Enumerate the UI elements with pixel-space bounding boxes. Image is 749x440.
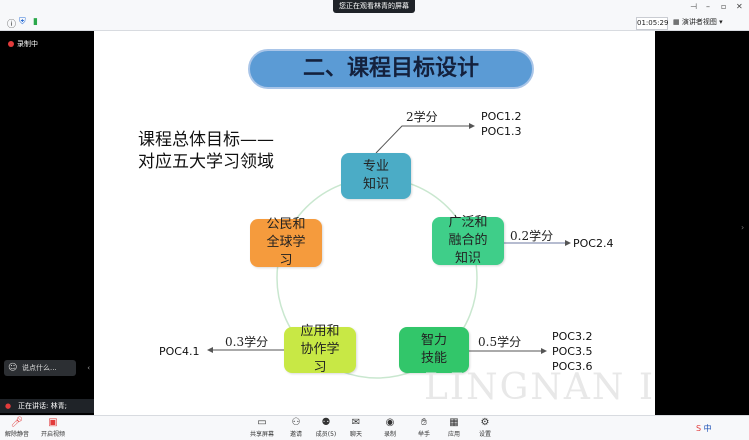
view-mode-label: 演讲者视图	[681, 18, 717, 26]
members-button[interactable]: ⚉成员(5)	[311, 417, 341, 438]
record-button[interactable]: ◉录制	[375, 417, 405, 438]
record-dot-icon	[8, 41, 14, 47]
mic-icon: ●	[5, 402, 12, 410]
mic-off-icon: 🎤︎	[10, 417, 24, 428]
record-icon: ◉	[385, 417, 395, 428]
poc-broad: POC2.4	[573, 237, 614, 250]
grid-icon: ▦	[673, 18, 682, 26]
credit-application: 0.3学分	[225, 335, 269, 349]
settings-button[interactable]: ⚙设置	[470, 417, 500, 438]
chat-input[interactable]: ☺ 说点什么... ‹	[4, 360, 90, 376]
shared-slide: 二、课程目标设计 课程总体目标—— 对应五大学习领域 专业知识 广泛和融合的知识…	[94, 31, 655, 415]
left-panel: 录制中 ☺ 说点什么... ‹	[0, 31, 94, 401]
close-icon[interactable]: ✕	[736, 2, 743, 11]
poc-intellect: POC3.2 POC3.5 POC3.6	[552, 330, 593, 373]
minimize-icon[interactable]: –	[706, 2, 710, 11]
poc-professional: POC1.2 POC1.3	[481, 110, 522, 138]
node-professional-knowledge: 专业知识	[341, 153, 411, 199]
users-icon: ⚉	[321, 417, 331, 428]
shield-icon: ⛨	[19, 17, 26, 27]
node-civic-global-learning: 公民和全球学习	[250, 217, 322, 268]
pin-icon[interactable]: ⊣	[690, 2, 697, 11]
chevron-down-icon: ▾	[716, 18, 723, 26]
apps-icon: ▦	[449, 417, 459, 428]
arrow-professional	[375, 123, 475, 154]
watermark: LINGNAN INSTITUTE	[424, 367, 655, 408]
node-intellectual-skills: 智力技能	[399, 327, 469, 373]
viewing-banner: 您正在观看林青的屏幕	[333, 0, 415, 13]
view-mode-button[interactable]: ▦ 演讲者视图 ▾	[673, 17, 723, 28]
raise-hand-button[interactable]: ✋︎举手	[409, 417, 439, 438]
invite-button[interactable]: ⚇邀请	[281, 417, 311, 438]
chat-button[interactable]: ✉聊天	[341, 417, 371, 438]
credit-broad: 0.2学分	[510, 229, 554, 243]
monitor-icon: ▭	[257, 417, 267, 428]
unmute-button[interactable]: 🎤︎解除静音	[2, 417, 32, 438]
restore-icon[interactable]: ▫	[721, 2, 727, 11]
poc-application: POC4.1	[159, 345, 200, 358]
camera-off-icon: ▣	[48, 417, 58, 428]
apps-button[interactable]: ▦应用	[439, 417, 469, 438]
ime-indicator[interactable]: S 中	[696, 424, 712, 433]
ime-logo-icon: S	[696, 424, 702, 433]
chat-icon: ✉	[351, 417, 361, 428]
info-icon[interactable]: ⓘ	[7, 20, 17, 30]
add-user-icon: ⚇	[291, 417, 301, 428]
node-applied-collaborative-learning: 应用和协作学习	[284, 324, 356, 375]
share-screen-button[interactable]: ▭共享屏幕	[247, 417, 277, 438]
recording-indicator: 录制中	[8, 39, 38, 49]
credit-intellect: 0.5学分	[478, 335, 522, 349]
slide-title: 二、课程目标设计	[248, 49, 534, 89]
gear-icon: ⚙	[480, 417, 490, 428]
chevron-right-icon[interactable]: ›	[741, 223, 745, 232]
node-broad-integrated-knowledge: 广泛和融合的知识	[432, 215, 504, 266]
right-panel	[655, 31, 749, 415]
signal-icon: ▮	[33, 17, 38, 27]
chevron-left-icon[interactable]: ‹	[87, 364, 90, 372]
credit-professional: 2学分	[406, 110, 438, 124]
hand-icon: ✋︎	[421, 417, 427, 428]
start-video-button[interactable]: ▣开启视频	[38, 417, 68, 438]
top-bar: ⓘ ⛨ ▮ 您正在观看林青的屏幕 ⊣ – ▫ ✕ 01:05:29 ▦ 演讲者视…	[0, 0, 749, 31]
overall-goal: 课程总体目标—— 对应五大学习领域	[138, 130, 274, 172]
emoji-icon[interactable]: ☺	[8, 363, 18, 373]
meeting-timer: 01:05:29	[636, 17, 668, 30]
meeting-toolbar: 🎤︎解除静音 ▣开启视频 ▭共享屏幕 ⚇邀请 ⚉成员(5) ✉聊天 ◉录制 ✋︎…	[0, 415, 749, 440]
